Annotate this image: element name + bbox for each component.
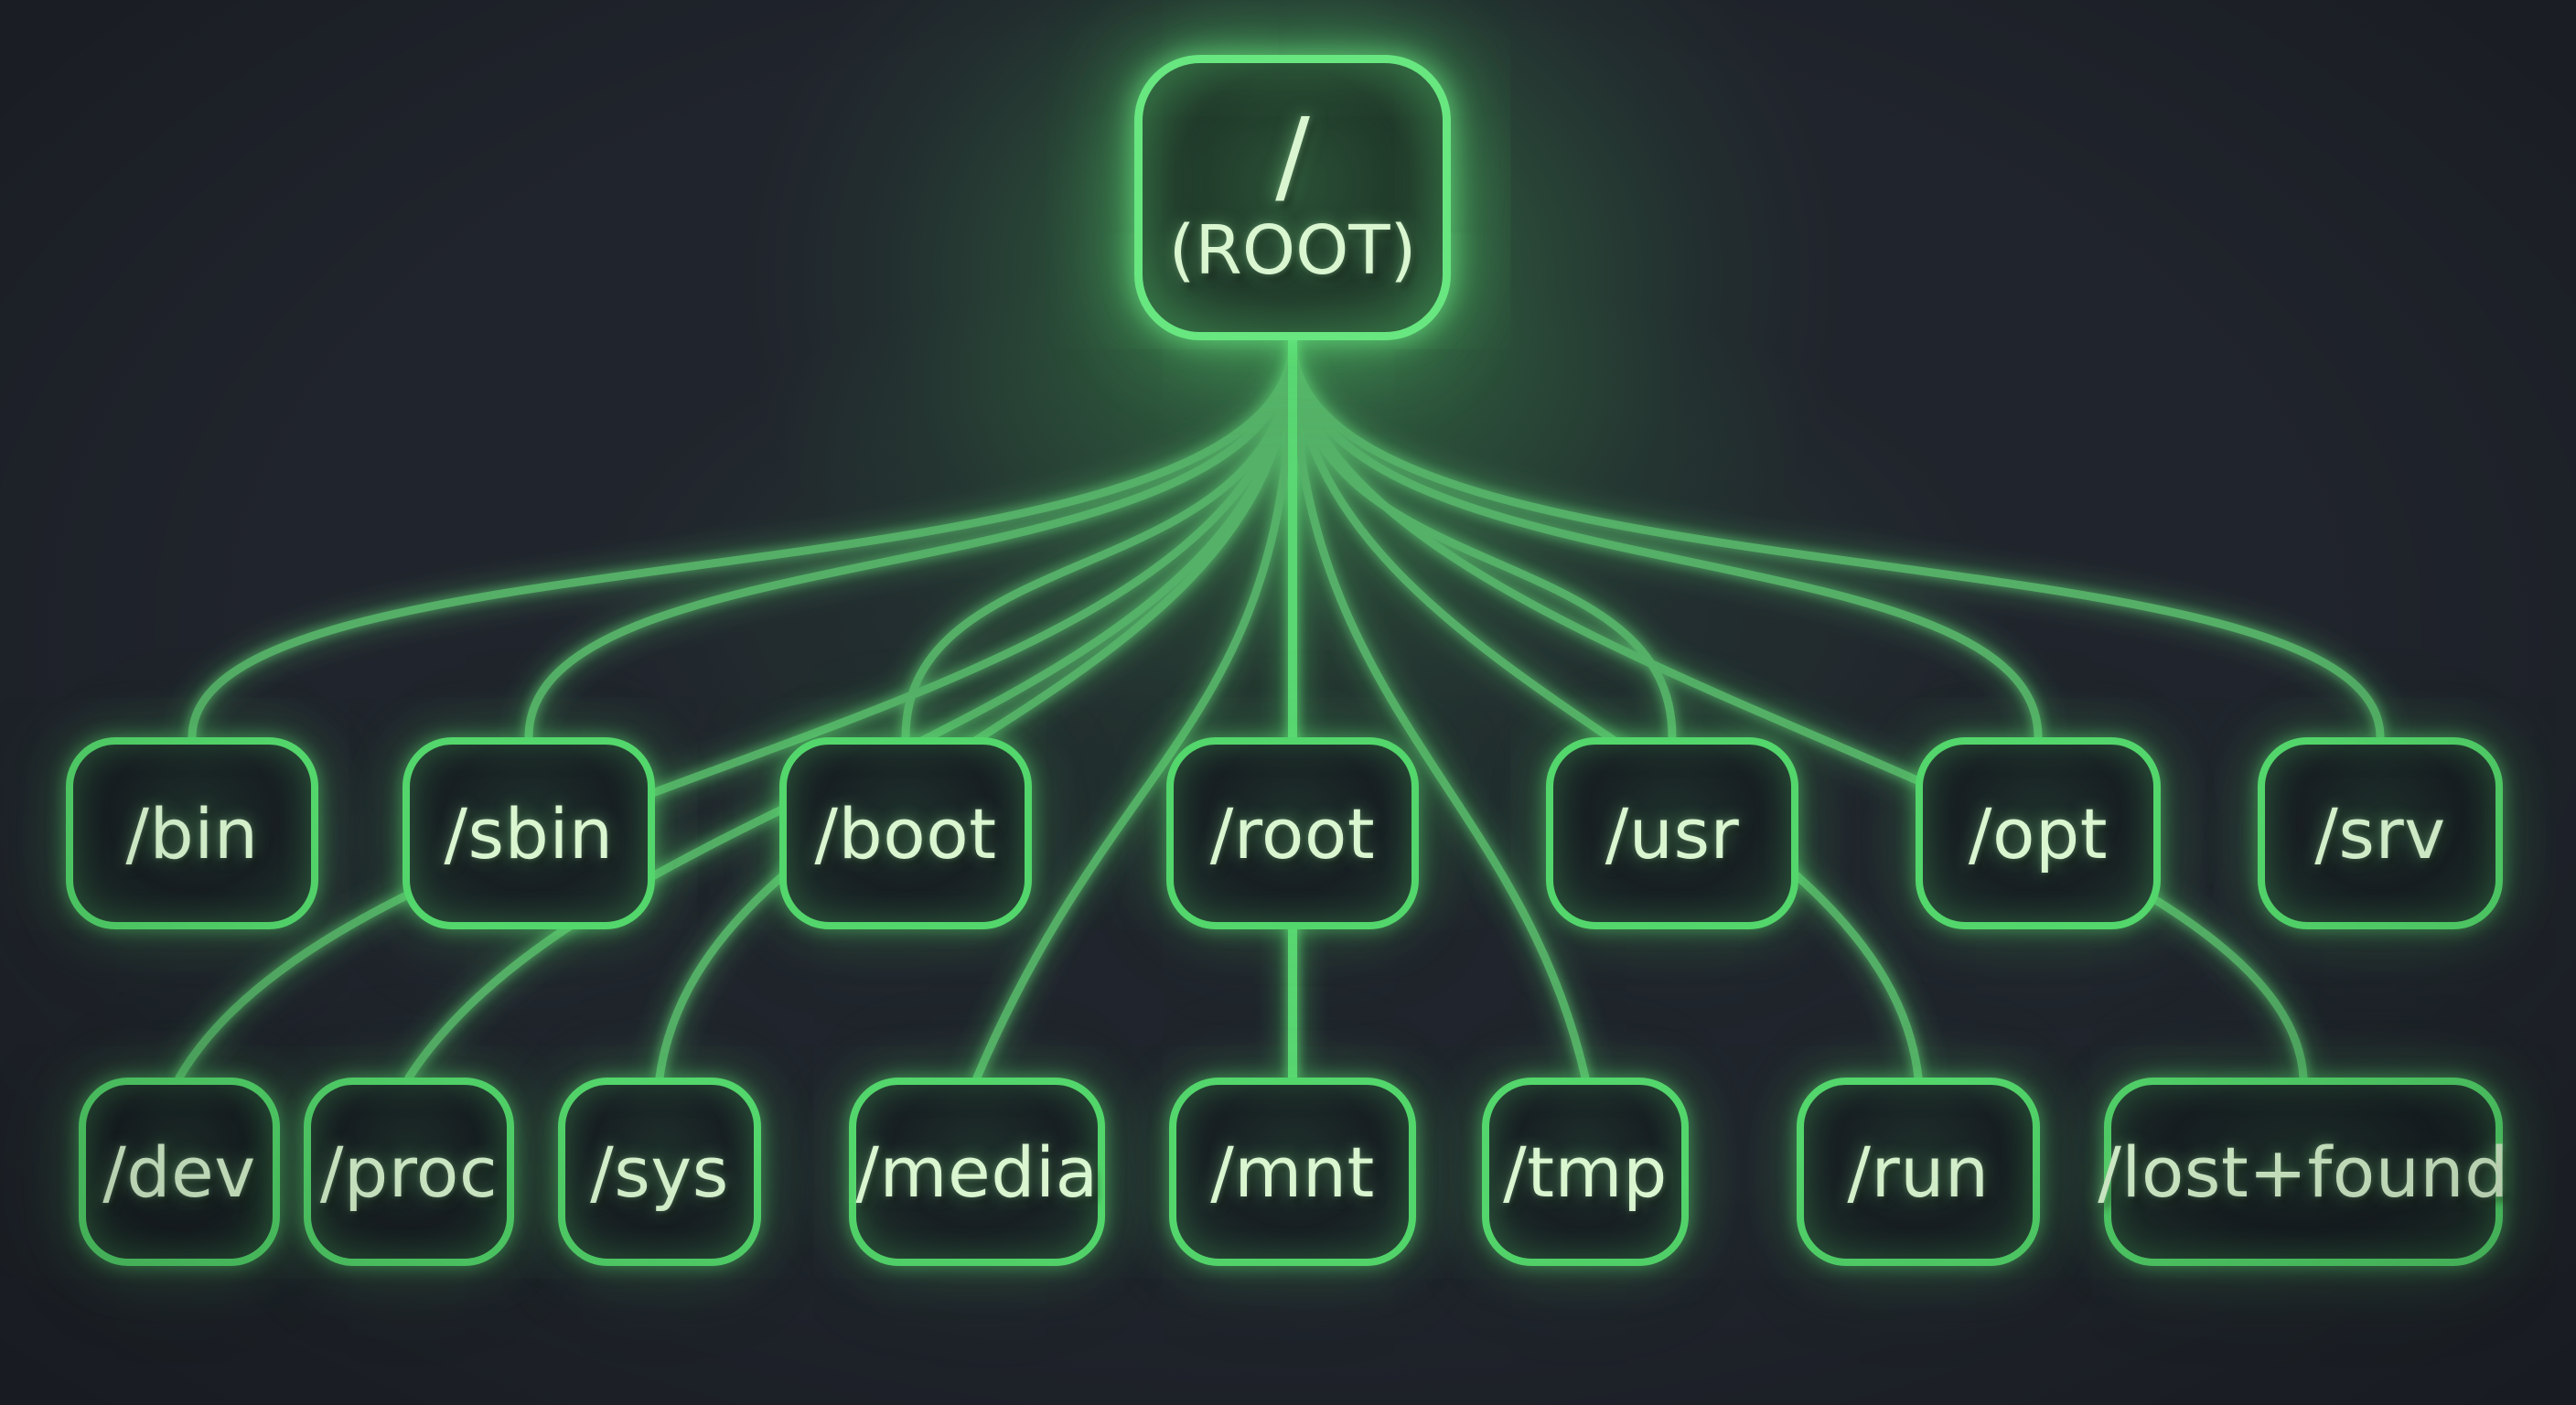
connector-usr (1288, 336, 1677, 742)
connector-opt (1288, 336, 2043, 742)
connector-sys (655, 336, 1297, 1082)
node-label: /tmp (1503, 1131, 1668, 1213)
node-lost-found: /lost+found (2098, 1078, 2508, 1266)
root-slash-label: / (1275, 96, 1310, 216)
connector-media (972, 336, 1297, 1082)
node-bin: /bin (66, 737, 318, 929)
node-root-home: /root (1166, 737, 1419, 929)
connector-dev (175, 336, 1297, 1082)
connector-sbin (524, 336, 1297, 742)
node-media: /media (849, 1078, 1105, 1266)
node-label: /mnt (1210, 1131, 1375, 1213)
node-label: /sbin (444, 792, 614, 874)
node-sys: /sys (558, 1078, 761, 1266)
node-label: /boot (814, 792, 997, 874)
connector-lost-found (1288, 336, 2308, 1082)
node-tmp: /tmp (1482, 1078, 1689, 1266)
node-label: /proc (319, 1131, 499, 1213)
node-proc: /proc (304, 1078, 514, 1266)
node-label: /srv (2314, 792, 2446, 874)
connector-boot (901, 336, 1297, 742)
node-label: /media (855, 1131, 1099, 1213)
node-opt: /opt (1916, 737, 2161, 929)
node-label: /run (1847, 1131, 1990, 1213)
node-dev: /dev (79, 1078, 280, 1266)
node-label: /usr (1605, 792, 1740, 874)
node-label: /sys (590, 1131, 729, 1213)
node-root-slash: / (ROOT) (1134, 55, 1451, 340)
node-label: /lost+found (2098, 1131, 2509, 1213)
node-boot: /boot (779, 737, 1032, 929)
connector-srv (1288, 336, 2385, 742)
node-usr: /usr (1546, 737, 1798, 929)
connector-proc (404, 336, 1297, 1082)
root-sub-label: (ROOT) (1168, 211, 1417, 291)
node-srv: /srv (2258, 737, 2503, 929)
connector-run (1288, 336, 1923, 1082)
node-label: /opt (1968, 792, 2109, 874)
connector-bin (188, 336, 1297, 742)
connector-tmp (1288, 336, 1590, 1082)
node-label: /bin (125, 792, 259, 874)
node-label: /dev (102, 1131, 256, 1213)
node-run: /run (1797, 1078, 2040, 1266)
node-sbin: /sbin (402, 737, 655, 929)
node-mnt: /mnt (1169, 1078, 1416, 1266)
node-label: /root (1209, 792, 1376, 874)
